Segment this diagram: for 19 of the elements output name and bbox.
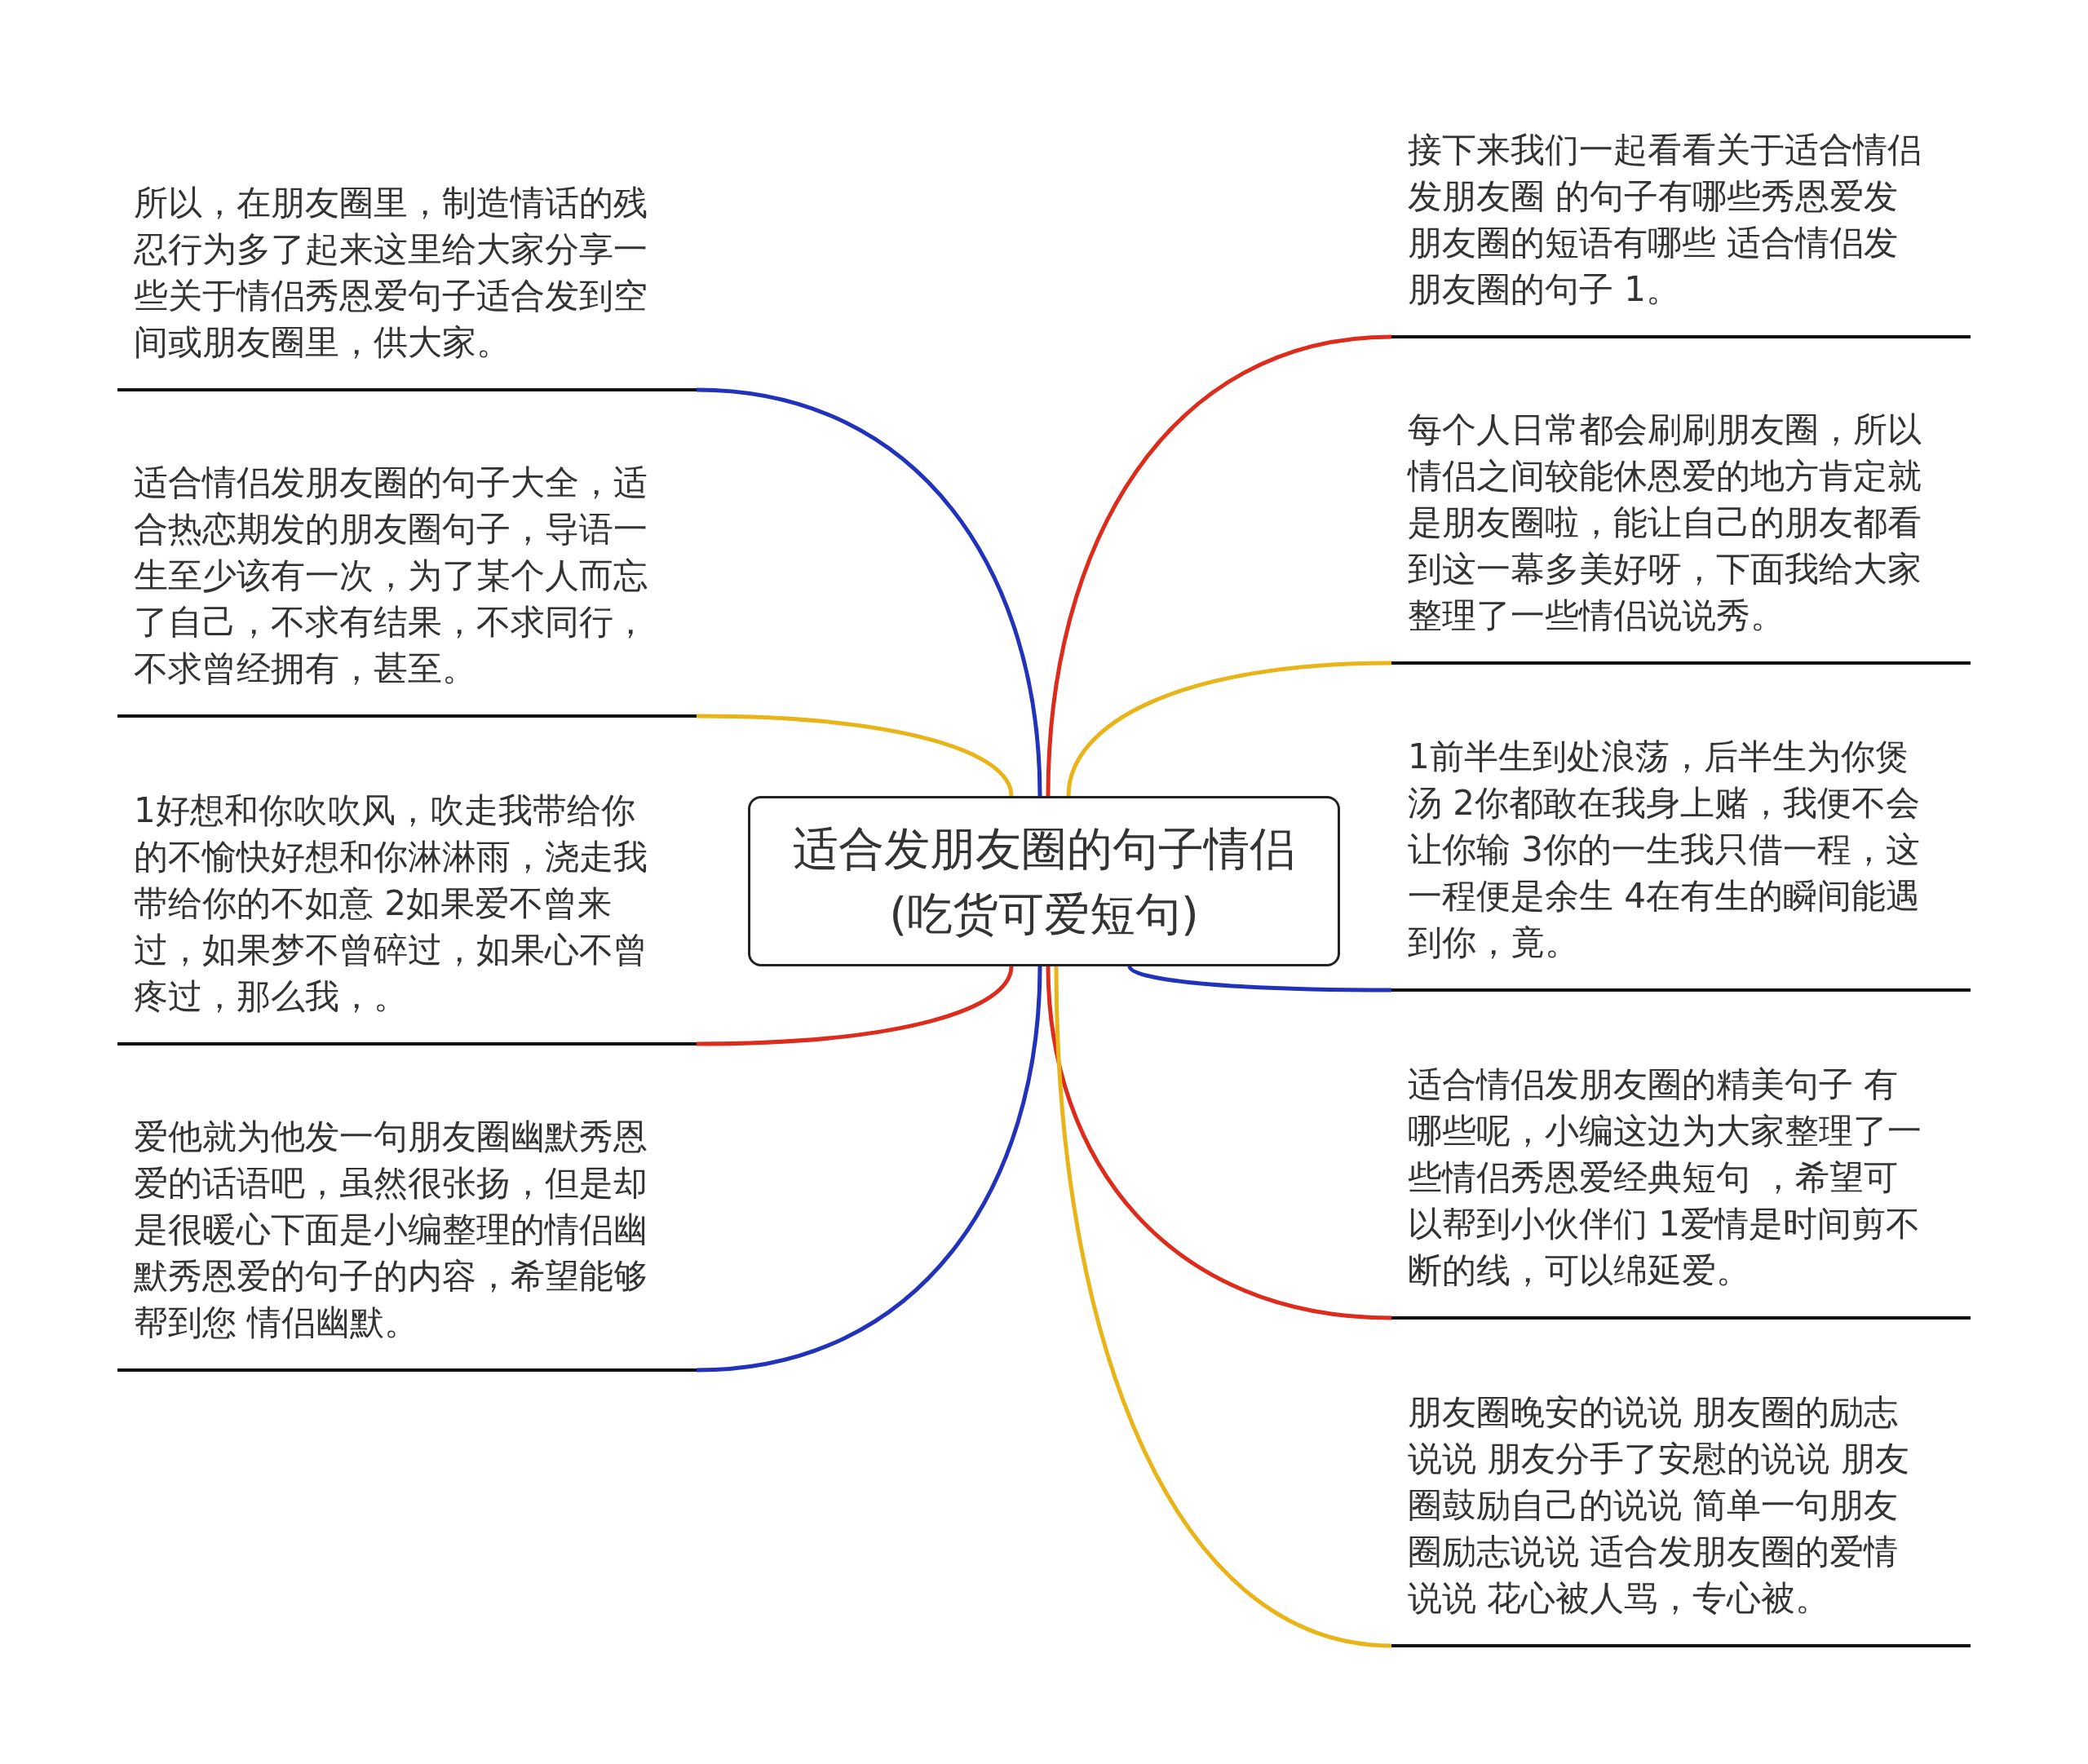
branch-curve xyxy=(696,714,1014,797)
topic-text: 适合情侣发朋友圈的句子大全，适合热恋期发的朋友圈句子，导语一生至少该有一次，为了某个人而忘了自己，不求有结果，不求同行，不求曾经拥有，甚至。 xyxy=(134,462,648,690)
topic-text: 接下来我们一起看看关于适合情侣发朋友圈 的句子有哪些秀恩爱发朋友圈的短语有哪些 适合情侣发朋友圈的句子 1。 xyxy=(1408,129,1922,311)
branch-curve xyxy=(696,387,1042,797)
branch-curve xyxy=(1054,966,1392,1648)
branch-curve xyxy=(1046,966,1392,1320)
topic-text: 1前半生到处浪荡，后半生为你煲汤 2你都敢在我身上赌，我便不会让你输 3你的一生我只借一程，这一程便是余生 4在有生的瞬间能遇到你，竟。 xyxy=(1408,736,1922,964)
branch-curve xyxy=(696,966,1042,1373)
topic-text: 每个人日常都会刷刷朋友圈，所以情侣之间较能休恩爱的地方肯定就是朋友圈啦，能让自己的朋友都看到这一幕多美好呀，下面我给大家整理了一些情侣说说秀。 xyxy=(1408,409,1922,637)
branch-curve xyxy=(1066,661,1392,797)
topic-text: 1好想和你吹吹风，吹走我带给你的不愉快好想和你淋淋雨，浇走我带给你的不如意 2如果爱不曾来过，如果梦不曾碎过，如果心不曾疼过，那么我，。 xyxy=(134,789,648,1018)
topic-text: 爱他就为他发一句朋友圈幽默秀恩爱的话语吧，虽然很张扬，但是却是很暖心下面是小编整理的情侣幽默秀恩爱的句子的内容，希望能够帮到您 情侣幽默。 xyxy=(134,1116,648,1344)
topic-text: 所以，在朋友圈里，制造情话的残忍行为多了起来这里给大家分享一些关于情侣秀恩爱句子适合发到空间或朋友圈里，供大家。 xyxy=(134,182,648,364)
topic-text: 适合情侣发朋友圈的精美句子 有哪些呢，小编这边为大家整理了一些情侣秀恩爱经典短句 ，希望可以帮到小伙伴们 1爱情是时间剪不断的线，可以绵延爱。 xyxy=(1408,1063,1922,1292)
central-topic-box: 适合发朋友圈的句子情侣(吃货可爱短句) xyxy=(748,796,1340,966)
topic-text: 朋友圈晚安的说说 朋友圈的励志说说 朋友分手了安慰的说说 朋友圈鼓励自己的说说 简单一句朋友圈励志说说 适合发朋友圈的爱情说说 花心被人骂，专心被。 xyxy=(1408,1391,1910,1620)
branch-curve xyxy=(696,966,1014,1046)
branch-curve xyxy=(1046,334,1392,797)
branch-curve xyxy=(1127,965,1391,993)
